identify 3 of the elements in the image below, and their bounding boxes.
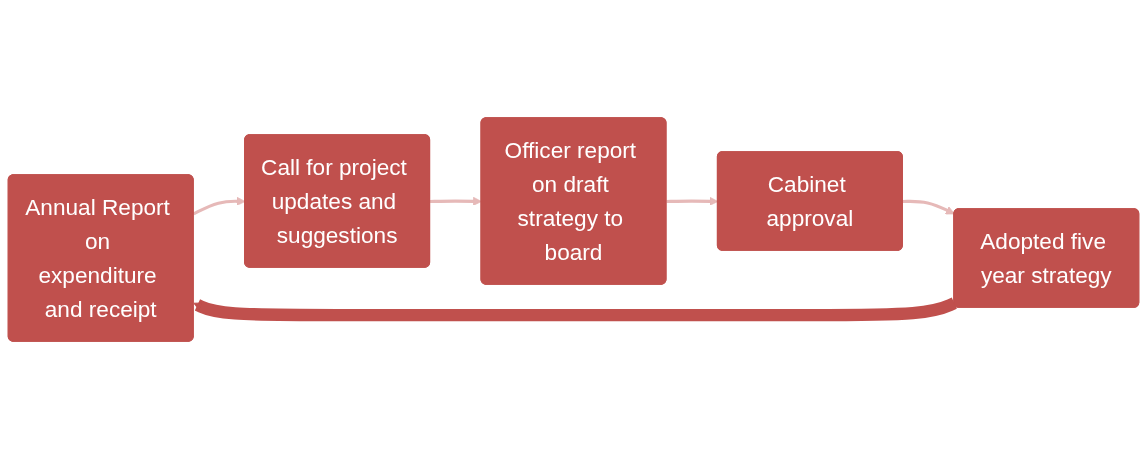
arrow [193,297,957,322]
arrow [430,196,482,206]
arrow [902,199,955,215]
